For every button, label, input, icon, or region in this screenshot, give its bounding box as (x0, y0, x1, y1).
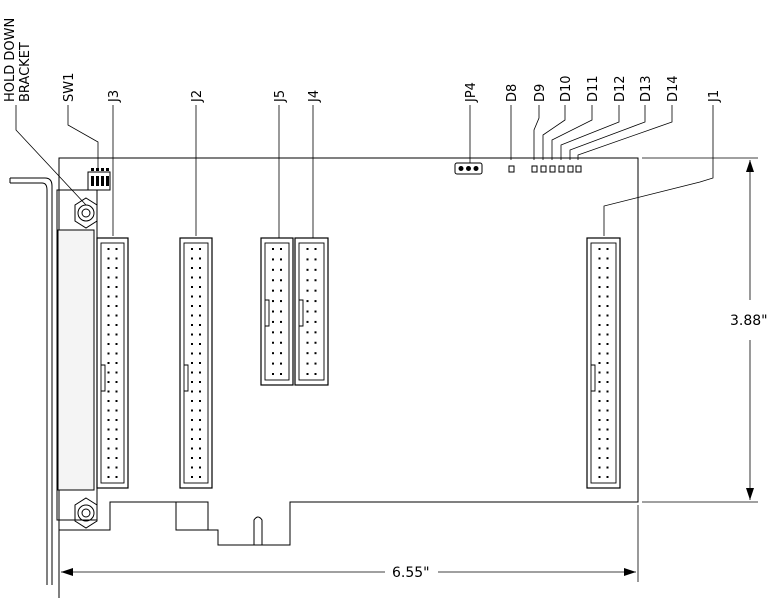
leader-d9 (533, 105, 540, 160)
connector-j1 (586, 237, 621, 489)
label-d13: D13 (639, 75, 654, 102)
board-outline (58, 157, 639, 546)
jp4-jumper (454, 162, 483, 175)
height-dimension (642, 157, 758, 503)
hold-down-bracket (9, 177, 98, 598)
screw-bottom (74, 497, 98, 529)
led-d11 (549, 165, 556, 173)
label-d8: D8 (505, 84, 520, 102)
label-j4: J4 (307, 90, 322, 103)
leader-hold-down (15, 105, 87, 206)
leader-d11 (551, 105, 593, 160)
height-dimension-label: 3.88" (730, 313, 768, 329)
leader-d10 (542, 105, 566, 160)
pcie-key-notch (175, 502, 208, 531)
label-j1: J1 (707, 90, 722, 103)
connector-j4 (294, 237, 329, 386)
label-d11: D11 (586, 75, 601, 102)
led-group (508, 165, 582, 173)
width-dimension (61, 505, 639, 582)
pcie-key-slot (253, 516, 263, 545)
connector-j2 (179, 237, 213, 489)
leader-lines (15, 105, 714, 238)
width-dimension-label: 6.55" (392, 565, 430, 581)
led-d12 (558, 165, 565, 173)
screw-top (74, 197, 98, 229)
connector-group (96, 237, 621, 489)
connector-j3 (96, 237, 129, 489)
led-d10 (540, 165, 547, 173)
led-d14 (575, 165, 582, 173)
led-d9 (531, 165, 538, 173)
label-j3: J3 (107, 90, 122, 103)
label-d9: D9 (533, 84, 548, 102)
label-d14: D14 (666, 75, 681, 102)
label-j5: J5 (273, 90, 288, 103)
label-hold-down-line1: HOLD DOWN (3, 18, 18, 102)
sw1-dip-switch (87, 168, 111, 191)
led-d8 (508, 165, 515, 173)
label-d12: D12 (613, 75, 628, 102)
leader-d12 (560, 105, 620, 160)
label-jp4: JP4 (464, 82, 479, 103)
leader-j1 (603, 105, 714, 236)
label-d10: D10 (559, 75, 574, 102)
label-j2: J2 (190, 90, 205, 103)
leader-sw1 (67, 105, 99, 170)
led-d13 (567, 165, 574, 173)
connector-j5 (260, 237, 294, 386)
leader-d13 (569, 105, 646, 160)
label-sw1: SW1 (62, 73, 77, 102)
label-hold-down-line2: BRACKET (18, 42, 33, 102)
leader-d14 (577, 105, 673, 160)
